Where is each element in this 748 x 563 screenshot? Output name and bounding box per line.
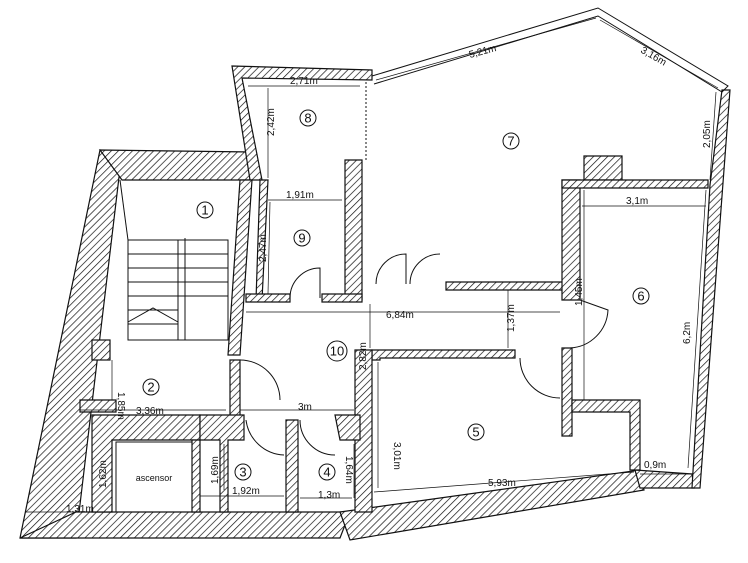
- doors: [239, 253, 609, 456]
- door-room5: [519, 357, 561, 399]
- room9-right-wall: [344, 159, 363, 301]
- bottom-outer-wall: [19, 511, 351, 539]
- dim-label: 6,84m: [386, 310, 414, 321]
- room6-left-wall-lower: [561, 347, 573, 437]
- dim-label: 1,85m: [115, 392, 126, 420]
- room-1-marker: 1: [196, 201, 214, 219]
- room-number: 8: [304, 111, 311, 126]
- dim-label: 1,31m: [66, 504, 94, 515]
- room6-bottom-wall: [571, 399, 641, 471]
- dim-label: 2,42m: [266, 108, 277, 136]
- door-room7-a: [375, 253, 407, 285]
- room-3-marker: 3: [234, 463, 252, 481]
- room-number: 3: [239, 465, 246, 480]
- room-9-marker: 9: [293, 229, 311, 247]
- room6-top-wall: [561, 179, 709, 189]
- dim-label: 3,36m: [136, 406, 164, 417]
- room5-left-wall: [354, 349, 373, 513]
- dim-label: 1,45m: [574, 278, 585, 306]
- dimension-labels: 2,71m 2,42m 5,21m 3,16m 2,05m 1,91m 2,47…: [66, 43, 713, 515]
- room-number: 9: [298, 231, 305, 246]
- dim-label: 1,3m: [318, 490, 340, 501]
- door-room6: [569, 299, 609, 349]
- dimension-lines: [26, 17, 719, 513]
- room-number: 10: [330, 344, 344, 359]
- elevator-right-wall: [191, 439, 201, 513]
- room-number: 5: [472, 425, 479, 440]
- room-4-marker: 4: [318, 463, 336, 481]
- room4-left-wall: [285, 419, 299, 513]
- room4-right-wall: [334, 414, 361, 441]
- room-number: 6: [637, 289, 644, 304]
- dim-label: 2,71m: [290, 76, 318, 87]
- door-room7-b: [409, 253, 441, 285]
- room-number: 7: [507, 134, 514, 149]
- top-facade: [371, 7, 729, 93]
- dim-label: 2,05m: [702, 120, 713, 148]
- corridor-wall: [229, 359, 241, 421]
- outer-walls: [19, 65, 731, 541]
- dim-label: 1,69m: [210, 456, 221, 484]
- dim-label: 3,1m: [626, 196, 648, 207]
- elevator-label: ascensor: [136, 473, 173, 483]
- dim-label: 1,37m: [506, 304, 517, 332]
- room3-walls: [199, 414, 245, 513]
- room-number: 2: [147, 380, 154, 395]
- room-number: 4: [323, 465, 330, 480]
- stair-right-wall: [227, 179, 253, 356]
- room-numbers: 1 2 3 4 5 6 7 8: [142, 109, 650, 481]
- room-number: 1: [201, 203, 208, 218]
- interior-walls: [79, 155, 709, 513]
- dim-label: 0,9m: [644, 460, 666, 471]
- dim-label: 6,2m: [682, 322, 693, 344]
- room-8-marker: 8: [299, 109, 317, 127]
- door-corridor: [239, 359, 281, 401]
- dim-label: 2,82m: [358, 342, 369, 370]
- door-room3: [245, 419, 285, 456]
- bottom-right-wall: [339, 469, 645, 541]
- bottom-corner-wall: [634, 469, 695, 489]
- room9-bottom-wall-b: [321, 293, 363, 303]
- room-5-marker: 5: [467, 423, 485, 441]
- dim-label: 5,93m: [488, 478, 516, 489]
- right-outer-wall: [691, 89, 731, 489]
- staircase: [119, 179, 229, 341]
- room6-column: [583, 155, 623, 181]
- dim-label: 1,92m: [232, 486, 260, 497]
- room7-bottom-wall: [445, 281, 569, 291]
- corridor-left-stub: [79, 399, 117, 413]
- room5-top-wall: [371, 349, 516, 361]
- room9-bottom-wall-a: [245, 293, 291, 303]
- dim-label: 1,64m: [343, 456, 354, 484]
- dim-label: 1,62m: [98, 460, 109, 488]
- dim-label: 1,91m: [286, 190, 314, 201]
- room-6-marker: 6: [632, 287, 650, 305]
- dim-label: 3,16m: [639, 45, 669, 68]
- door-room4: [299, 419, 336, 456]
- dim-label: 3,01m: [391, 442, 402, 470]
- stair-post: [91, 339, 111, 361]
- elevator-box: [115, 441, 193, 513]
- dim-label: 3m: [298, 402, 312, 413]
- dim-label: 2,47m: [258, 234, 269, 262]
- stair-top-wall: [98, 149, 253, 181]
- room-7-marker: 7: [502, 132, 520, 150]
- room-10-marker: 10: [326, 340, 348, 362]
- room-2-marker: 2: [142, 378, 160, 396]
- door-room9: [289, 267, 321, 299]
